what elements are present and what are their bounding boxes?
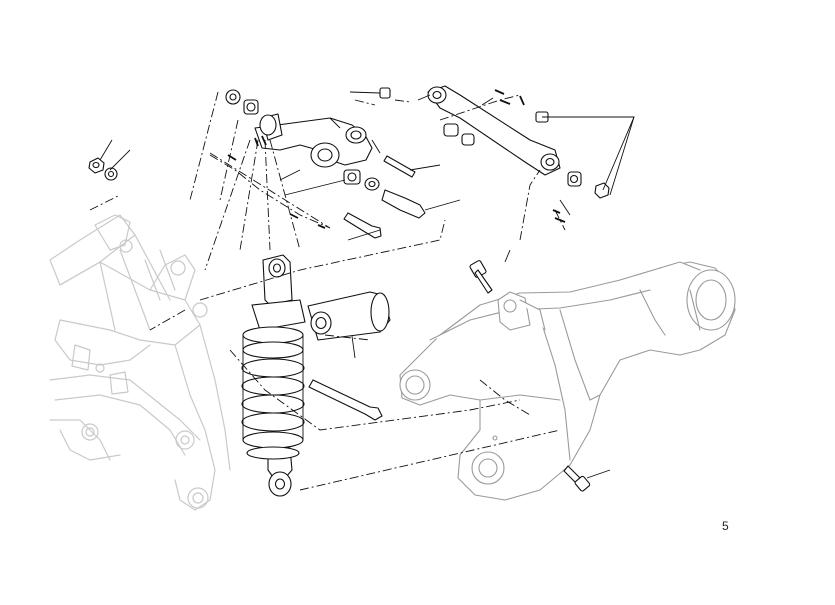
swingarm-icon bbox=[399, 261, 736, 501]
rocker-arm-icon bbox=[254, 113, 373, 168]
leader-lines bbox=[89, 89, 635, 491]
coil-spring-icon bbox=[241, 326, 305, 460]
linkage-rod-icon bbox=[427, 85, 561, 176]
page-number: 5 bbox=[722, 519, 729, 533]
bolt-icon bbox=[308, 155, 591, 492]
bushing-icon bbox=[225, 89, 582, 191]
shock-absorber-icon bbox=[251, 254, 391, 497]
frame-outline-icon bbox=[49, 214, 231, 511]
